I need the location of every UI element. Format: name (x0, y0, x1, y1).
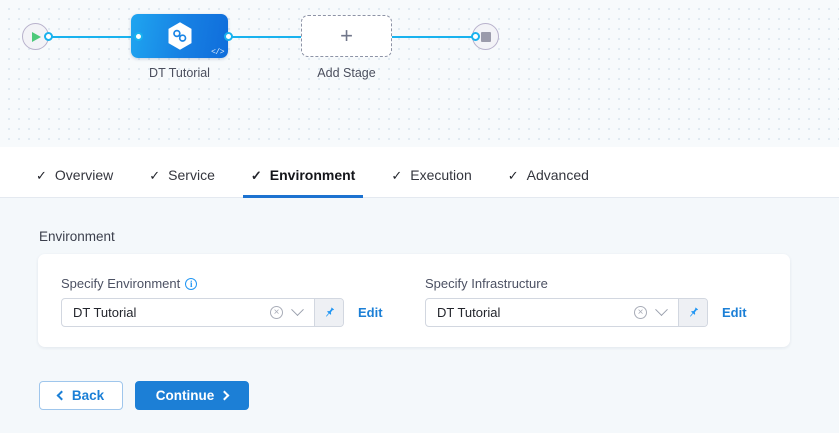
edit-link-environment[interactable]: Edit (358, 305, 383, 320)
check-icon: ✓ (507, 167, 519, 183)
pin-button-environment[interactable] (314, 299, 343, 326)
infrastructure-select-value: DT Tutorial (437, 305, 501, 320)
clear-circle-icon[interactable]: × (634, 306, 647, 319)
infrastructure-select[interactable]: DT Tutorial × (425, 298, 708, 327)
connector-dot-start[interactable] (44, 31, 53, 41)
environment-select-value: DT Tutorial (73, 305, 137, 320)
tab-overview-label: Overview (54, 167, 114, 183)
specify-environment-row: DT Tutorial × Edit (61, 298, 383, 327)
add-stage-button[interactable]: + (301, 15, 392, 57)
harness-hexagon-icon (168, 22, 191, 50)
specify-environment-label-row: Specify Environment i (61, 276, 383, 291)
tab-advanced-label: Advanced (526, 167, 589, 183)
clear-circle-icon[interactable]: × (270, 306, 283, 319)
stop-icon (480, 31, 491, 42)
chevron-down-icon[interactable] (291, 303, 304, 317)
tab-execution-label: Execution (410, 167, 472, 183)
chevron-down-icon[interactable] (655, 303, 668, 317)
edit-link-infrastructure[interactable]: Edit (722, 305, 747, 320)
specify-environment-label: Specify Environment (61, 276, 181, 291)
tab-environment[interactable]: ✓ Environment (233, 153, 373, 198)
tab-overview[interactable]: ✓ Overview (18, 153, 131, 197)
section-title: Environment (39, 229, 115, 244)
tab-service-label: Service (168, 167, 215, 183)
environment-select[interactable]: DT Tutorial × (61, 298, 344, 327)
chevron-left-icon (56, 390, 67, 401)
stage-node-dt-tutorial[interactable]: </> (131, 14, 228, 58)
add-stage-label: Add Stage (317, 66, 376, 80)
pin-icon (325, 307, 334, 317)
chevron-right-icon (219, 390, 230, 401)
info-circle-icon[interactable]: i (185, 277, 198, 290)
code-badge-icon: </> (211, 48, 224, 57)
specify-infrastructure-label-row: Specify Infrastructure (425, 276, 747, 291)
environment-panel: Environment Specify Environment i DT Tut… (0, 198, 839, 433)
specify-environment-group: Specify Environment i DT Tutorial × (61, 276, 383, 327)
check-icon: ✓ (149, 167, 161, 183)
pin-button-infrastructure[interactable] (678, 299, 707, 326)
edge-add-to-end (390, 36, 475, 38)
stage-tab-bar: ✓ Overview ✓ Service ✓ Environment ✓ Exe… (0, 153, 839, 198)
check-icon: ✓ (391, 167, 403, 183)
plus-icon: + (340, 23, 353, 48)
tab-advanced[interactable]: ✓ Advanced (490, 153, 607, 197)
edge-stage-to-add (228, 36, 303, 38)
tab-service[interactable]: ✓ Service (131, 153, 233, 197)
tab-environment-label: Environment (269, 167, 356, 183)
stage-node-label: DT Tutorial (149, 66, 210, 80)
play-icon (32, 31, 41, 42)
specify-infrastructure-label: Specify Infrastructure (425, 276, 548, 291)
specify-infrastructure-group: Specify Infrastructure DT Tutorial × (425, 276, 747, 327)
check-icon: ✓ (250, 167, 262, 183)
tab-execution[interactable]: ✓ Execution (373, 153, 489, 197)
connector-dot-end[interactable] (471, 31, 480, 41)
environment-card: Specify Environment i DT Tutorial × (38, 254, 790, 347)
continue-button[interactable]: Continue (135, 381, 249, 410)
pipeline-canvas[interactable]: </> DT Tutorial + Add Stage (0, 0, 839, 153)
connector-dot-stage-left[interactable] (134, 31, 143, 41)
continue-button-label: Continue (155, 388, 215, 403)
back-button-label: Back (71, 388, 105, 403)
edge-start-to-stage (48, 36, 138, 38)
check-icon: ✓ (36, 167, 47, 183)
canvas-bottom-edge (0, 147, 839, 153)
back-button[interactable]: Back (39, 381, 123, 410)
pin-icon (689, 307, 698, 317)
footer-actions: Back Continue (39, 381, 249, 410)
specify-infrastructure-row: DT Tutorial × Edit (425, 298, 747, 327)
connector-dot-stage-right[interactable] (224, 31, 233, 41)
